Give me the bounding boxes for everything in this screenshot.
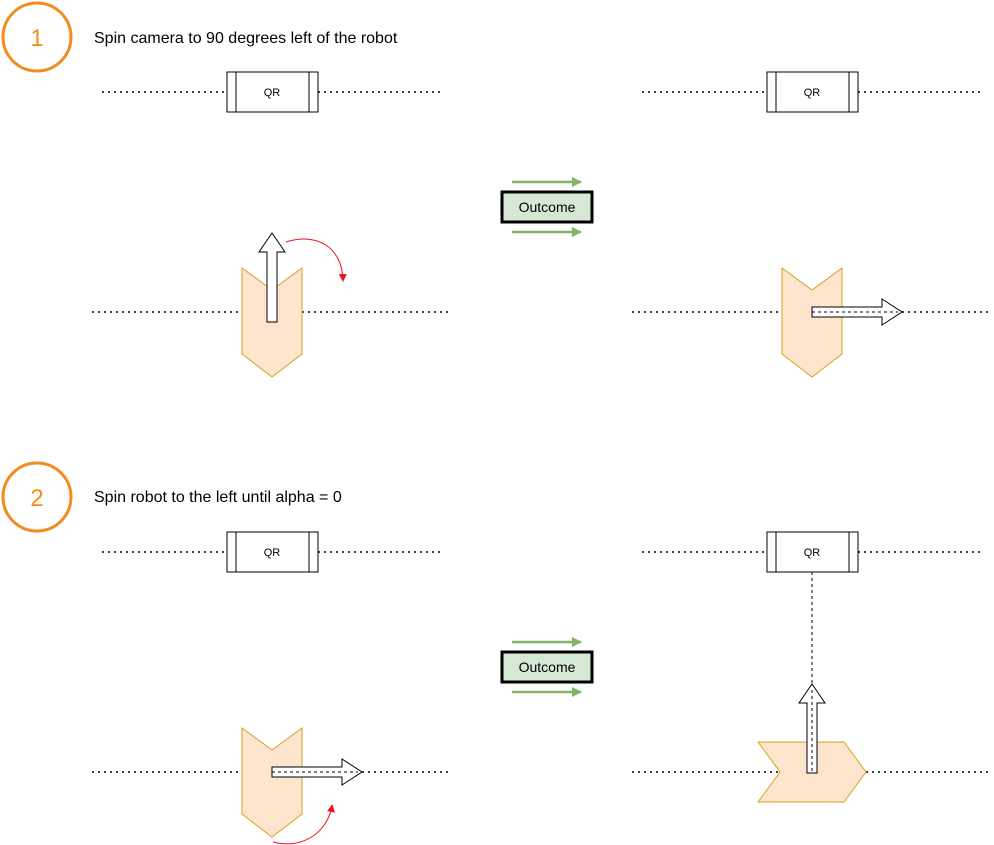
qr-label: QR [264, 547, 281, 559]
step-2-badge [1, 461, 73, 533]
step-2: 2 Spin robot to the left until alpha = 0… [1, 461, 988, 845]
rotation-arrow-counter-clockwise [272, 804, 335, 845]
rotation-arrow-clockwise [285, 238, 347, 282]
step-1-outcome: Outcome [500, 177, 594, 237]
qr-marker: QR [766, 531, 859, 573]
step-1-title: Spin camera to 90 degrees left of the ro… [94, 30, 398, 47]
qr-label: QR [264, 87, 281, 99]
step-2-outcome: Outcome [500, 637, 594, 697]
camera-direction-arrow-up [258, 232, 286, 323]
step-1-badge [1, 1, 73, 73]
step-2-number: 2 [30, 485, 43, 512]
qr-label: QR [804, 87, 821, 99]
step-2-title: Spin robot to the left until alpha = 0 [94, 489, 342, 506]
step-2-before: QR [92, 531, 448, 845]
outcome-box [500, 190, 594, 224]
step-1-after: QR [632, 71, 988, 378]
qr-marker: QR [226, 71, 319, 113]
robot-body [241, 727, 303, 838]
step-1-number: 1 [30, 25, 43, 52]
qr-marker: QR [226, 531, 319, 573]
outcome-label: Outcome [519, 199, 576, 215]
step-1-before: QR [92, 71, 448, 378]
step-2-after: QR [632, 531, 988, 803]
qr-label: QR [804, 547, 821, 559]
step-1: 1 Spin camera to 90 degrees left of the … [1, 1, 988, 378]
robot-body [781, 267, 843, 378]
qr-marker: QR [766, 71, 859, 113]
outcome-box [500, 650, 594, 684]
outcome-label: Outcome [519, 659, 576, 675]
